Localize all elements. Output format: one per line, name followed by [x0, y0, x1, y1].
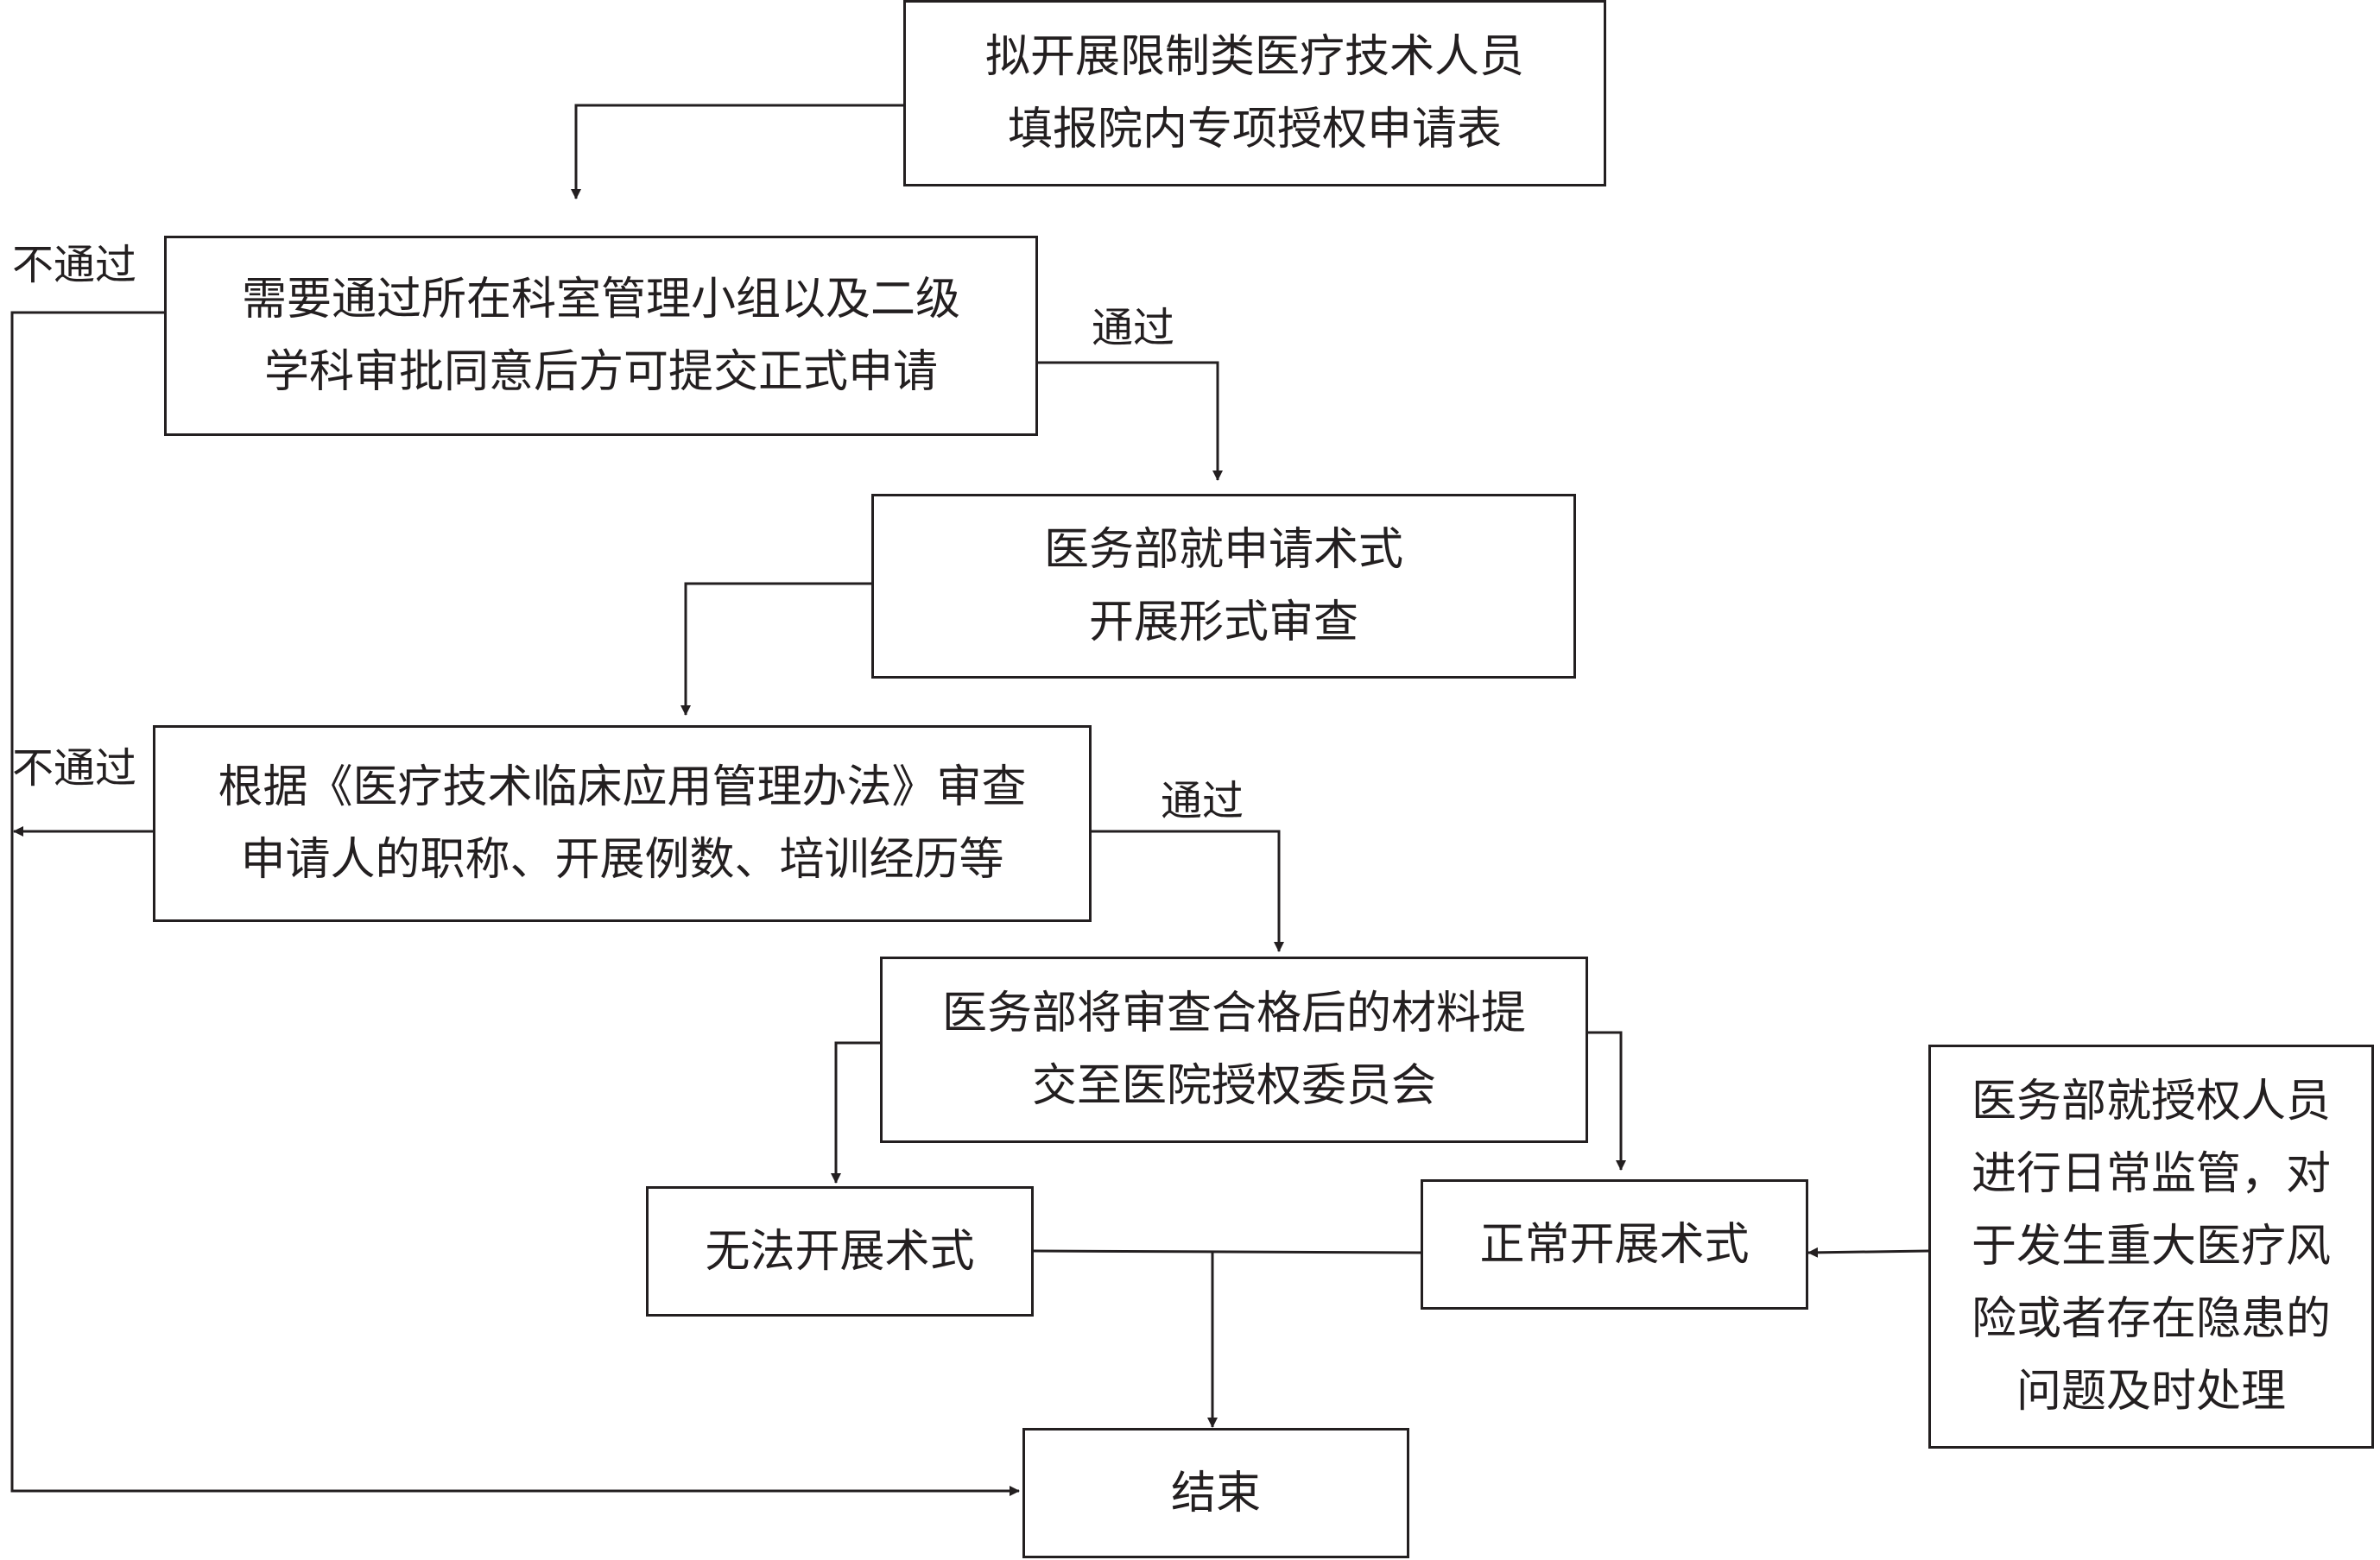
node-formal-review-line-2: 开展形式审查: [1088, 597, 1358, 648]
node-normal-perform: 正常开展术式: [1421, 1179, 1808, 1310]
node-supervision-line-5: 问题及时处理: [2016, 1366, 2286, 1418]
edge-label-pass-1: 通过: [1092, 304, 1175, 352]
node-supervision: 医务部就授权人员 进行日常监管，对 于发生重大医疗风 险或者存在隐患的 问题及时…: [1928, 1045, 2374, 1449]
arrow-committee-to-normal: [1587, 1031, 1626, 1171]
node-apply-line-1: 拟开展限制类医疗技术人员: [984, 31, 1524, 83]
node-apply: 拟开展限制类医疗技术人员 填报院内专项授权申请表: [903, 0, 1606, 186]
edge-label-pass-2: 通过: [1161, 777, 1244, 825]
arrow-qualification-pass: [1090, 830, 1284, 952]
node-cannot-perform-line-1: 无法开展术式: [705, 1225, 975, 1278]
node-committee: 医务部将审查合格后的材料提 交至医院授权委员会: [880, 957, 1588, 1143]
node-supervision-line-1: 医务部就授权人员: [1971, 1076, 2331, 1127]
arrow-apply-to-dept-approval: [571, 104, 903, 199]
node-supervision-line-4: 险或者存在隐患的: [1971, 1293, 2331, 1345]
node-committee-line-1: 医务部将审查合格后的材料提: [941, 988, 1526, 1039]
arrow-formal-to-qualification: [680, 582, 872, 716]
node-qualification-review-line-1: 根据《医疗技术临床应用管理办法》审查: [218, 761, 1027, 813]
line-outcomes-merge: [1033, 1249, 1422, 1254]
node-qualification-review-line-2: 申请人的职称、开展例数、培训经历等: [240, 834, 1004, 886]
node-normal-perform-line-1: 正常开展术式: [1479, 1218, 1750, 1271]
node-committee-line-2: 交至医院授权委员会: [1031, 1060, 1436, 1112]
node-end: 结束: [1022, 1428, 1409, 1558]
node-supervision-line-2: 进行日常监管，对: [1971, 1148, 2331, 1200]
node-end-line-1: 结束: [1170, 1467, 1261, 1519]
arrow-dept-approval-fail: [10, 311, 1020, 1496]
edge-label-fail-1: 不通过: [12, 241, 137, 289]
node-formal-review: 医务部就申请术式 开展形式审查: [871, 494, 1576, 679]
arrow-dept-approval-pass: [1036, 361, 1223, 481]
edge-label-fail-2: 不通过: [12, 744, 137, 793]
node-dept-approval-line-2: 学科审批同意后方可提交正式申请: [263, 346, 938, 398]
node-formal-review-line-1: 医务部就申请术式: [1043, 524, 1403, 576]
arrow-supervision-to-normal: [1807, 1247, 1929, 1258]
node-supervision-line-3: 于发生重大医疗风: [1971, 1221, 2331, 1273]
node-dept-approval: 需要通过所在科室管理小组以及二级 学科审批同意后方可提交正式申请: [164, 236, 1038, 436]
node-cannot-perform: 无法开展术式: [646, 1186, 1034, 1317]
node-qualification-review: 根据《医疗技术临床应用管理办法》审查 申请人的职称、开展例数、培训经历等: [153, 725, 1092, 922]
arrow-committee-to-cannot: [831, 1041, 881, 1184]
node-apply-line-2: 填报院内专项授权申请表: [1007, 104, 1502, 155]
node-dept-approval-line-1: 需要通过所在科室管理小组以及二级: [241, 274, 960, 325]
